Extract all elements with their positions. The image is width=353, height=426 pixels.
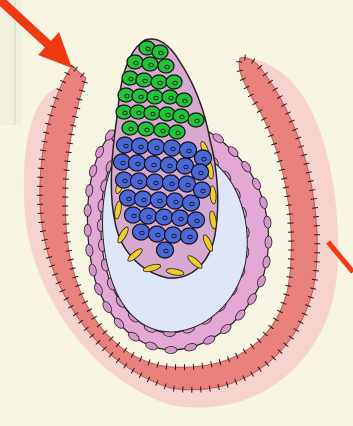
- lower-cell: [117, 137, 134, 153]
- upper-cell: [127, 55, 143, 69]
- lower-cell: [156, 209, 173, 225]
- cell-wall-tick: [38, 213, 44, 214]
- lower-cell: [164, 140, 181, 156]
- upper-cell: [169, 125, 185, 139]
- upper-cell: [142, 57, 158, 71]
- lower-cell: [188, 212, 205, 228]
- lower-cell: [172, 210, 189, 226]
- cell-wall-tick: [38, 168, 44, 169]
- cell-wall-tick: [313, 217, 319, 218]
- upper-cell: [173, 109, 189, 123]
- inner-integument-cell: [84, 204, 91, 216]
- upper-cell: [144, 106, 160, 120]
- cell-wall-tick: [39, 159, 45, 160]
- upper-cell: [162, 90, 178, 104]
- upper-cell: [188, 113, 204, 127]
- lower-cell: [195, 150, 212, 166]
- upper-cell: [176, 93, 192, 107]
- upper-cell: [166, 75, 182, 89]
- cell-wall-tick: [287, 214, 293, 215]
- upper-cell: [154, 123, 170, 137]
- lower-cell: [149, 226, 166, 242]
- upper-cell: [151, 75, 167, 89]
- upper-cell: [136, 73, 152, 87]
- cell-wall-tick: [64, 233, 70, 234]
- upper-cell: [158, 59, 174, 73]
- cell-wall-tick: [64, 170, 70, 171]
- lower-cell: [133, 224, 150, 240]
- lower-cell: [163, 175, 180, 191]
- lower-cell: [125, 207, 142, 223]
- lower-cell: [120, 190, 137, 206]
- lower-cell: [194, 182, 211, 198]
- lower-cell: [181, 228, 198, 244]
- cell-wall-tick: [65, 161, 71, 162]
- upper-cell: [132, 89, 148, 103]
- lower-cell: [147, 174, 164, 190]
- inner-integument-cell: [84, 224, 92, 236]
- lower-cell: [140, 208, 157, 224]
- cell-wall-tick: [313, 270, 319, 271]
- lower-cell: [131, 173, 148, 189]
- lower-cell: [129, 155, 146, 171]
- lower-cell: [180, 142, 197, 158]
- cell-wall-tick: [287, 277, 293, 278]
- upper-cell: [122, 71, 138, 85]
- upper-cell: [138, 122, 154, 136]
- lower-cell: [132, 138, 149, 154]
- inner-integument-cell: [265, 236, 272, 248]
- lower-cell: [167, 193, 184, 209]
- lower-cell: [161, 157, 178, 173]
- lower-cell: [183, 195, 200, 211]
- upper-cell: [152, 45, 168, 59]
- inner-integument-cell: [165, 346, 177, 353]
- lower-cell: [116, 172, 133, 188]
- upper-cell: [159, 107, 175, 121]
- lower-cell: [135, 191, 152, 207]
- lower-cell: [157, 242, 174, 258]
- lower-cell: [151, 192, 168, 208]
- lower-cell: [148, 139, 165, 155]
- lower-cell: [192, 164, 209, 180]
- cell-wall-tick: [245, 55, 246, 61]
- upper-cell: [147, 90, 163, 104]
- lower-cell: [165, 227, 182, 243]
- upper-cell: [122, 121, 138, 135]
- lower-cell: [114, 154, 131, 170]
- lower-cell: [145, 156, 162, 172]
